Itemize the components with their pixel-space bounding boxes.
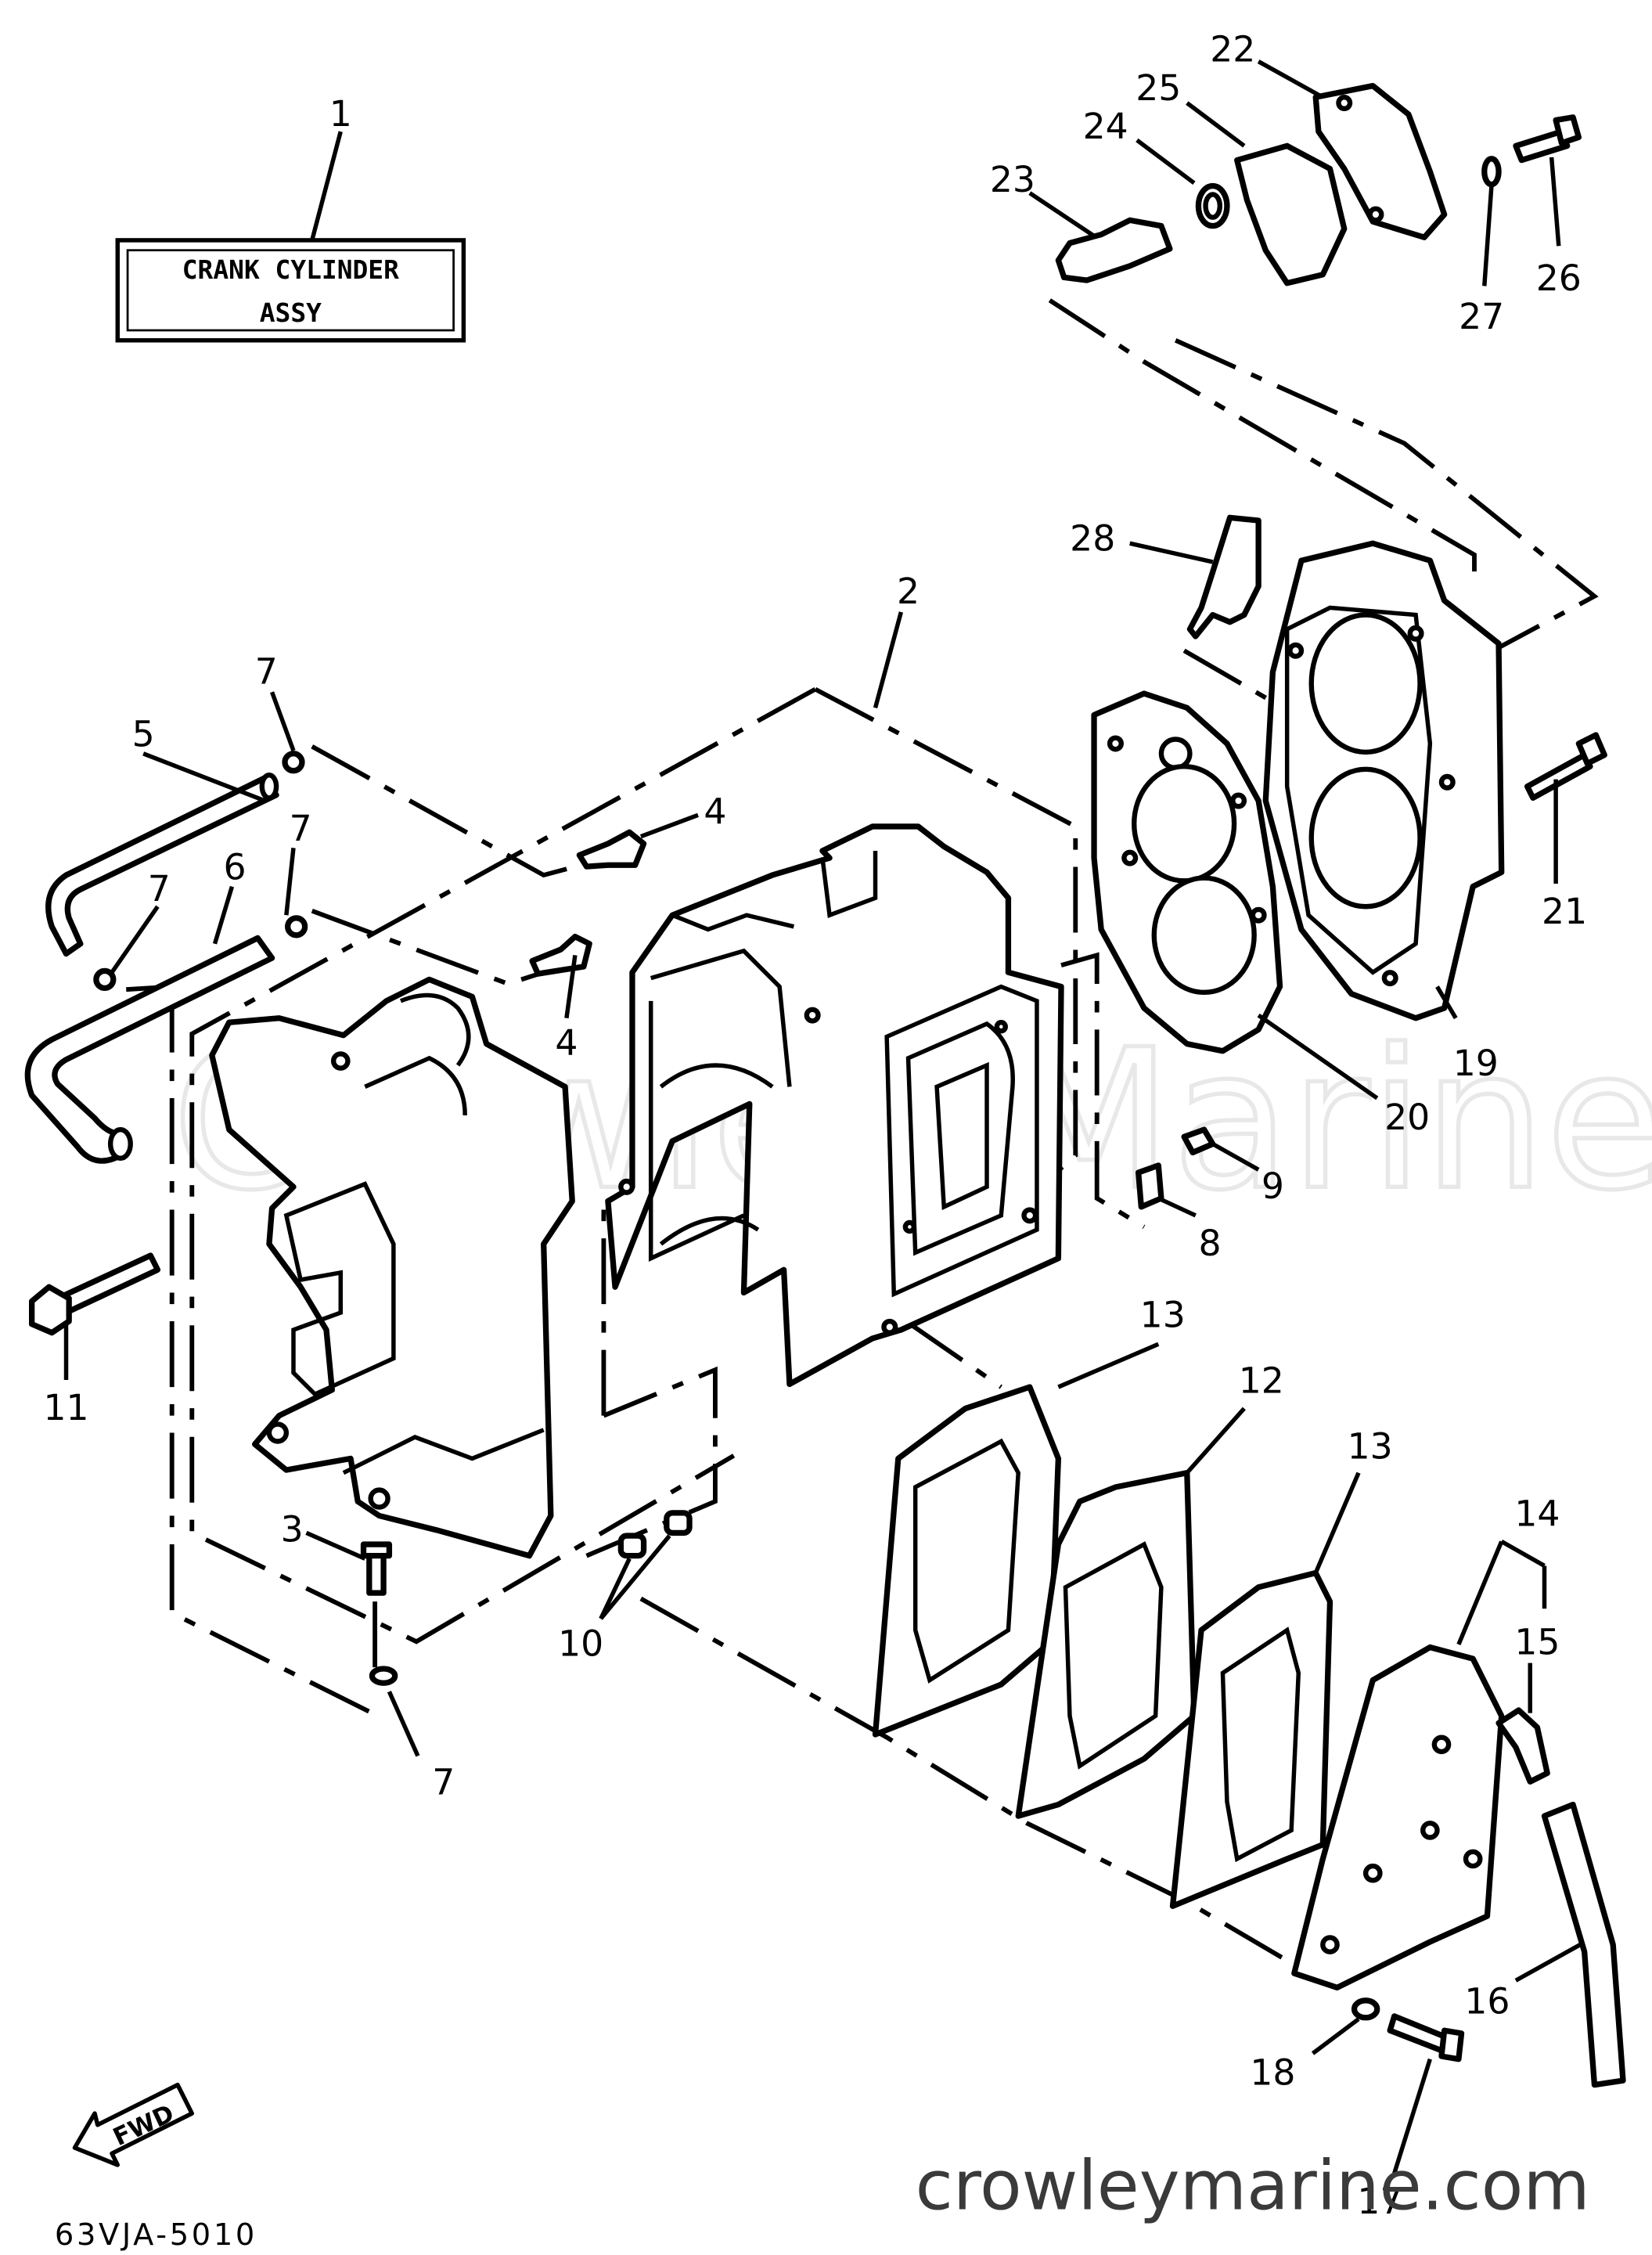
thermostat-part-23 (1055, 217, 1173, 283)
callout-7-d: 7 (432, 1762, 455, 1803)
callout-20: 20 (1384, 1097, 1430, 1138)
head-gasket-part-20 (1091, 690, 1283, 1054)
callout-26: 26 (1536, 258, 1582, 299)
gasket-part-24 (1195, 182, 1230, 229)
fwd-arrow-icon: FWD (72, 2082, 195, 2167)
callout-17: 17 (1357, 2181, 1402, 2222)
callout-5: 5 (132, 714, 155, 755)
title-line-1: CRANK CYLINDER (182, 254, 399, 285)
callout-16: 16 (1464, 1980, 1510, 2022)
callout-23: 23 (990, 159, 1035, 200)
bolt-part-21 (1524, 732, 1607, 801)
callout-3: 3 (281, 1508, 304, 1550)
callout-10: 10 (558, 1623, 603, 1665)
bolt-part-26 (1513, 114, 1582, 164)
dowel-pins-10 (617, 1510, 693, 1559)
site-url: crowleymarine.com (916, 2146, 1590, 2226)
callout-13-left: 13 (1140, 1294, 1186, 1335)
exhaust-plate-part-12 (1015, 1470, 1197, 1819)
callout-leader-lines (63, 59, 1582, 2174)
callout-22: 22 (1210, 29, 1255, 70)
exhaust-gasket-part-13-left (872, 1384, 1062, 1738)
callout-21: 21 (1542, 891, 1587, 932)
callout-12: 12 (1239, 1360, 1284, 1401)
washer-part-18 (1351, 1997, 1380, 2021)
callout-8: 8 (1198, 1223, 1221, 1264)
thermostat-cover-part-22 (1312, 82, 1448, 240)
exhaust-cover-part-14 (1291, 1644, 1505, 1991)
callout-7-b: 7 (290, 808, 312, 849)
callout-9: 9 (1261, 1165, 1284, 1207)
cylinder-head-part-19 (1262, 540, 1505, 1021)
callout-11: 11 (43, 1387, 88, 1428)
hose-part-5 (45, 772, 279, 957)
callout-4-upper: 4 (704, 791, 726, 832)
bolt-part-11 (29, 1252, 161, 1336)
title-line-2: ASSY (260, 297, 322, 328)
hose-clips-7 (93, 751, 398, 1686)
callout-1: 1 (329, 93, 352, 135)
callout-7-c: 7 (148, 868, 171, 910)
hose-part-16 (1541, 1801, 1626, 2088)
callout-6: 6 (224, 847, 247, 888)
fitting-part-4-lower (529, 933, 592, 977)
washer-part-27 (1481, 156, 1502, 188)
callout-4-lower: 4 (555, 1022, 578, 1064)
callout-27: 27 (1459, 296, 1504, 337)
anode-part-8 (1136, 1162, 1164, 1210)
callout-2: 2 (897, 571, 920, 612)
callout-14: 14 (1514, 1493, 1560, 1534)
bolt-part-17 (1387, 2013, 1465, 2062)
gasket-part-25 (1234, 142, 1348, 286)
callout-24: 24 (1083, 106, 1128, 147)
callout-numbers: 1 2 3 4 4 5 6 7 7 7 7 8 9 10 11 12 13 13… (43, 29, 1587, 2222)
fitting-part-15 (1495, 1707, 1550, 1785)
callout-15: 15 (1514, 1622, 1560, 1663)
fitting-part-4-upper (576, 829, 647, 870)
exhaust-gasket-part-13-right (1169, 1569, 1333, 1909)
callout-13-right: 13 (1348, 1425, 1393, 1467)
callout-7-a: 7 (255, 650, 278, 692)
bolt-part-3 (360, 1541, 393, 1596)
callout-25: 25 (1136, 67, 1181, 109)
cylinder-block-part-2 (605, 823, 1064, 1388)
title-box: CRANK CYLINDER ASSY (115, 131, 466, 343)
spark-plug-part-28 (1186, 514, 1261, 639)
callout-18: 18 (1250, 2052, 1295, 2094)
crankcase (209, 976, 575, 1559)
callout-28: 28 (1070, 517, 1115, 559)
diagram-code: 63VJA-5010 (55, 2217, 257, 2253)
callout-19: 19 (1453, 1043, 1499, 1084)
hose-part-6 (24, 935, 275, 1164)
